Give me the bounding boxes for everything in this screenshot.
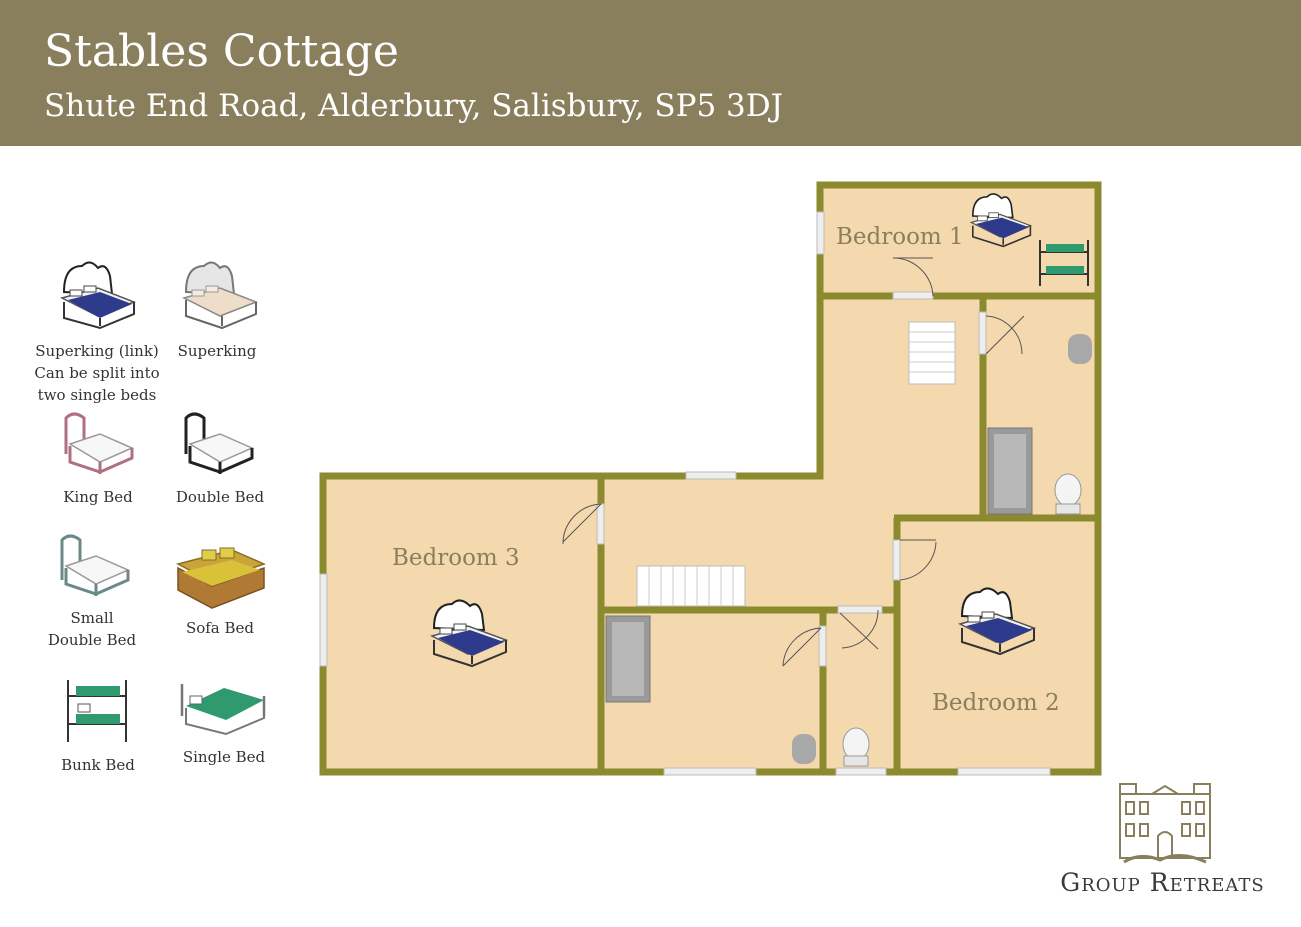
legend-label-double: Double Bed bbox=[175, 488, 265, 506]
legend-label-single: Single Bed bbox=[182, 748, 266, 766]
bedroom1-bunk-bed-icon bbox=[1039, 240, 1089, 286]
superking-bed-icon bbox=[181, 261, 259, 330]
superking-link-bed-icon bbox=[59, 261, 137, 330]
stairs-upper bbox=[908, 321, 956, 385]
page-subtitle: Shute End Road, Alderbury, Salisbury, SP… bbox=[44, 88, 784, 124]
double-bed-icon bbox=[184, 412, 254, 474]
legend-label-bunk: Bunk Bed bbox=[61, 756, 135, 774]
legend-label-superking: Superking bbox=[177, 342, 257, 360]
page-title: Stables Cottage bbox=[44, 26, 399, 77]
bunk-bed-icon bbox=[67, 680, 127, 742]
single-bed-icon bbox=[180, 684, 266, 736]
bathroom-fixtures bbox=[605, 334, 1092, 767]
stairs-lower bbox=[636, 565, 746, 607]
group-retreats-logo-icon bbox=[1119, 783, 1211, 864]
header-banner: Stables Cottage Shute End Road, Alderbur… bbox=[0, 0, 1301, 146]
bedroom2-label: Bedroom 2 bbox=[932, 690, 1060, 716]
legend-label-small-double: Small Double Bed bbox=[36, 607, 148, 651]
bedroom1-label: Bedroom 1 bbox=[836, 224, 964, 250]
king-bed-icon bbox=[64, 412, 134, 474]
logo-text: Group Retreats bbox=[1060, 868, 1265, 897]
legend-label-small-double-text: Small Double Bed bbox=[47, 609, 137, 649]
legend-label-superking-link: Superking (link) Can be split into two s… bbox=[30, 340, 164, 406]
windows bbox=[319, 211, 1051, 776]
legend-label-superking-link-text: Superking (link) Can be split into two s… bbox=[34, 342, 160, 404]
sofa-bed-icon bbox=[175, 547, 267, 609]
door-swings bbox=[562, 257, 1025, 667]
legend-label-sofa: Sofa Bed bbox=[185, 619, 255, 637]
floor-areas bbox=[323, 185, 1098, 770]
legend-label-king: King Bed bbox=[63, 488, 133, 506]
small-double-bed-icon bbox=[60, 534, 130, 596]
bedroom3-label: Bedroom 3 bbox=[392, 545, 520, 571]
